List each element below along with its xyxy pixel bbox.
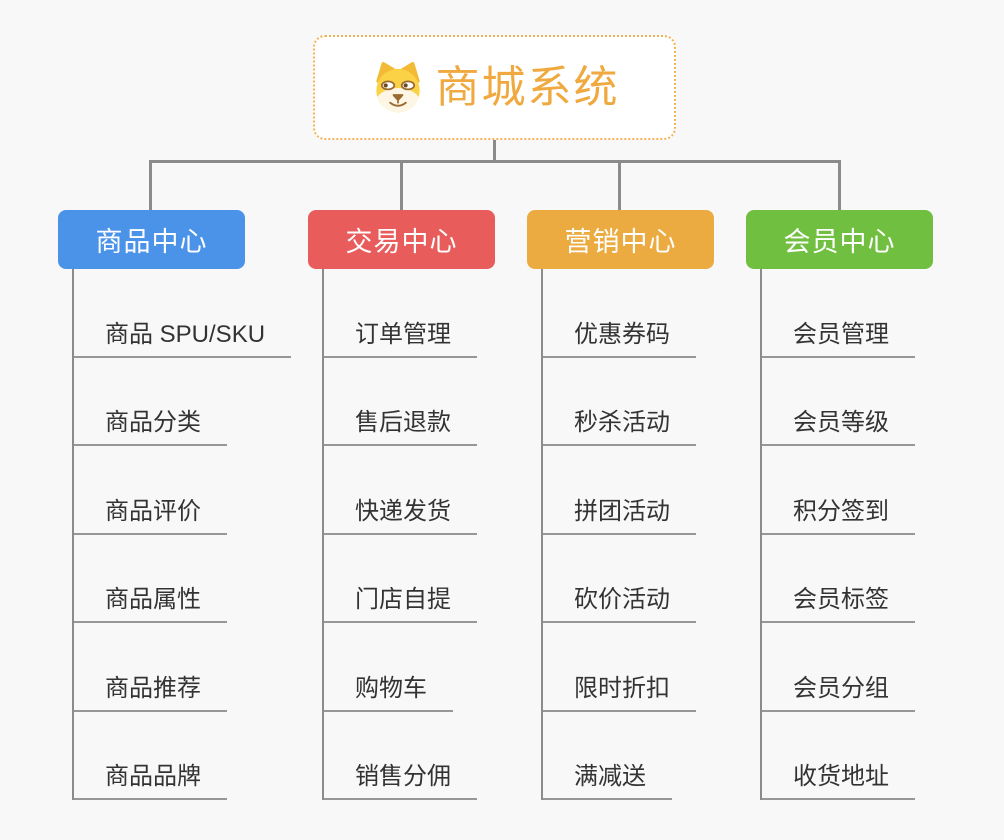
leaf-node[interactable]: 销售分佣: [324, 712, 477, 800]
leaf-node[interactable]: 拼团活动: [543, 446, 696, 535]
leaf-node[interactable]: 满减送: [543, 712, 672, 800]
leaf-node[interactable]: 限时折扣: [543, 623, 696, 712]
connector-drop-products: [149, 160, 152, 211]
branch-items-member-center: 会员管理 会员等级 积分签到 会员标签 会员分组 收货地址: [760, 269, 915, 800]
leaf-node[interactable]: 砍价活动: [543, 535, 696, 623]
connector-drop-marketing: [618, 160, 621, 211]
connector-drop-trade: [400, 160, 403, 211]
root-title: 商城系统: [435, 62, 620, 112]
leaf-node[interactable]: 商品分类: [74, 358, 227, 446]
leaf-node[interactable]: 售后退款: [324, 358, 477, 446]
leaf-node[interactable]: 购物车: [324, 623, 453, 712]
branch-items-marketing-center: 优惠券码 秒杀活动 拼团活动 砍价活动 限时折扣 满减送: [541, 269, 696, 800]
shiba-dog-icon: [375, 61, 420, 112]
leaf-node[interactable]: 会员分组: [762, 623, 915, 712]
branch-node-trade-center[interactable]: 交易中心: [308, 210, 495, 269]
branch-items-trade-center: 订单管理 售后退款 快递发货 门店自提 购物车 销售分佣: [322, 269, 477, 800]
connector-horizontal-bar: [150, 160, 840, 163]
leaf-node[interactable]: 商品属性: [74, 535, 227, 623]
connector-drop-members: [838, 160, 841, 211]
branch-node-product-center[interactable]: 商品中心: [58, 210, 245, 269]
leaf-node[interactable]: 快递发货: [324, 446, 477, 535]
leaf-node[interactable]: 商品品牌: [74, 712, 227, 800]
leaf-node[interactable]: 会员等级: [762, 358, 915, 446]
root-node-mall-system[interactable]: 商城系统: [313, 35, 676, 140]
leaf-node[interactable]: 商品推荐: [74, 623, 227, 712]
leaf-node[interactable]: 订单管理: [324, 269, 477, 358]
leaf-node[interactable]: 积分签到: [762, 446, 915, 535]
leaf-node[interactable]: 商品 SPU/SKU: [74, 269, 292, 358]
leaf-node[interactable]: 优惠券码: [543, 269, 696, 358]
leaf-node[interactable]: 商品评价: [74, 446, 227, 535]
leaf-node[interactable]: 会员管理: [762, 269, 915, 358]
leaf-node[interactable]: 秒杀活动: [543, 358, 696, 446]
connector-root-stem: [493, 140, 496, 162]
branch-items-product-center: 商品 SPU/SKU 商品分类 商品评价 商品属性 商品推荐 商品品牌: [72, 269, 292, 800]
leaf-node[interactable]: 门店自提: [324, 535, 477, 623]
leaf-node[interactable]: 收货地址: [762, 712, 915, 800]
branch-node-member-center[interactable]: 会员中心: [746, 210, 933, 269]
leaf-node[interactable]: 会员标签: [762, 535, 915, 623]
branch-node-marketing-center[interactable]: 营销中心: [527, 210, 714, 269]
